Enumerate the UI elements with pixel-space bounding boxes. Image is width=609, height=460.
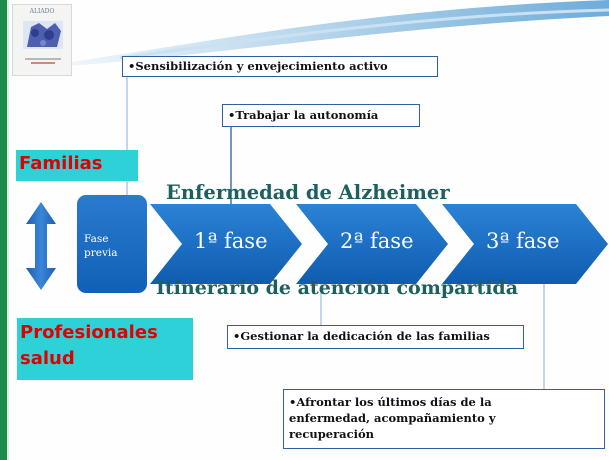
callout-autonomia-text: •Trabajar la autonomía: [228, 108, 379, 122]
chevron-fase2: [296, 204, 448, 284]
salud-text: salud: [20, 348, 75, 369]
chevron-fase1: [150, 204, 302, 284]
fase2-label: 2ª fase: [340, 229, 414, 253]
title-itinerario: Itinerario de atención compartida: [156, 277, 519, 299]
familias-text: Familias: [19, 153, 103, 174]
logo-emblem-icon: [23, 21, 63, 49]
logo-subtitle-marks: [25, 58, 61, 64]
callout-afrontar-line2: enfermedad, acompañamiento y: [289, 411, 496, 425]
callout-afrontar-line1: •Afrontar los últimos días de la: [289, 395, 492, 409]
callout-sensibilizacion: •Sensibilización y envejecimiento activo: [122, 56, 438, 77]
left-border-stripe: [0, 0, 9, 460]
fase-previa-line1: Fase: [84, 233, 109, 245]
chevron-fase3: [442, 204, 608, 284]
fase-previa-line2: previa: [84, 247, 118, 259]
profesionales-text: Profesionales: [20, 322, 158, 343]
callout-dedicacion-text: •Gestionar la dedicación de las familias: [233, 329, 490, 343]
fase1-label: 1ª fase: [194, 229, 268, 253]
familias-label: Familias: [16, 150, 138, 181]
callout-afrontar-line3: recuperación: [289, 427, 375, 441]
callout-afrontar: •Afrontar los últimos días de la enferme…: [283, 389, 605, 449]
profesionales-salud-label: Profesionales salud: [17, 318, 193, 380]
logo-title: ALIADO: [29, 8, 55, 15]
callout-autonomia: •Trabajar la autonomía: [222, 104, 420, 127]
callout-dedicacion: •Gestionar la dedicación de las familias: [227, 325, 524, 349]
callout-sensibilizacion-text: •Sensibilización y envejecimiento activo: [128, 59, 388, 73]
header-wave: [70, 0, 609, 66]
aliado-logo: ALIADO: [12, 4, 72, 76]
fase-previa-box: [77, 195, 147, 293]
fase-previa-label: Fase previa: [84, 232, 144, 260]
title-enfermedad: Enfermedad de Alzheimer: [166, 181, 450, 204]
up-down-arrow-icon: [26, 202, 56, 290]
fase3-label: 3ª fase: [486, 229, 560, 253]
